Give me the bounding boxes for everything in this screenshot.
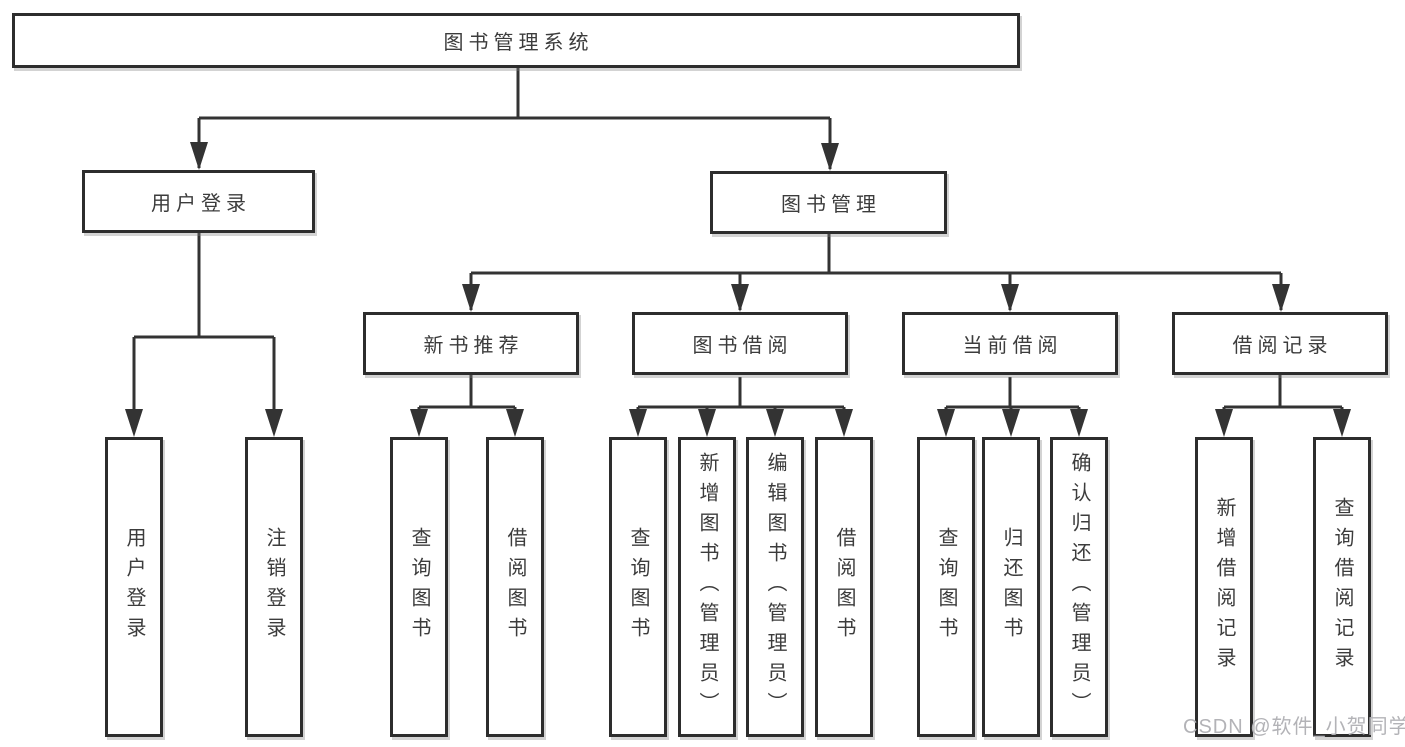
node-label: 图书管理 [781, 194, 881, 216]
arrowheads [125, 142, 1351, 437]
node-label: 查询图书 [627, 527, 649, 647]
leaf-borrow-books-recommend: 借阅图书 [486, 437, 544, 737]
node-label: 当前借阅 [962, 335, 1063, 357]
node-book-borrowing: 图书借阅 [632, 312, 848, 375]
node-label: 新书推荐 [423, 335, 524, 357]
node-label: 图书借阅 [692, 335, 793, 357]
node-label: 借阅图书 [504, 527, 526, 647]
node-label: 借阅记录 [1232, 335, 1333, 357]
node-label: 借阅图书 [833, 527, 855, 647]
node-label: 查询借阅记录 [1331, 497, 1353, 677]
leaf-confirm-return-admin: 确认归还（管理员） [1050, 437, 1108, 737]
leaf-user-login: 用户登录 [105, 437, 163, 737]
leaf-add-borrow-record: 新增借阅记录 [1195, 437, 1253, 737]
leaf-query-books-current: 查询图书 [917, 437, 975, 737]
leaf-return-book: 归还图书 [982, 437, 1040, 737]
node-label: 用户登录 [123, 527, 145, 647]
node-library-management-system: 图书管理系统 [12, 13, 1020, 68]
node-book-management: 图书管理 [710, 171, 947, 234]
node-label: 用户登录 [151, 193, 251, 215]
node-label: 编辑图书（管理员） [764, 452, 786, 722]
node-label: 图书管理系统 [443, 32, 594, 54]
node-label: 注销登录 [263, 527, 285, 647]
node-new-book-recommendation: 新书推荐 [363, 312, 579, 375]
node-borrowing-records: 借阅记录 [1172, 312, 1388, 375]
node-user-login: 用户登录 [82, 170, 315, 233]
leaf-query-borrow-record: 查询借阅记录 [1313, 437, 1371, 737]
node-label: 新增图书（管理员） [696, 452, 718, 722]
leaf-borrow-books: 借阅图书 [815, 437, 873, 737]
node-label: 新增借阅记录 [1213, 497, 1235, 677]
node-current-borrowing: 当前借阅 [902, 312, 1118, 375]
leaf-query-books-borrowing: 查询图书 [609, 437, 667, 737]
node-label: 查询图书 [935, 527, 957, 647]
leaf-query-books-recommend: 查询图书 [390, 437, 448, 737]
node-label: 查询图书 [408, 527, 430, 647]
watermark: CSDN @软件_小贺同学 [1183, 716, 1405, 738]
leaf-add-book-admin: 新增图书（管理员） [678, 437, 736, 737]
leaf-edit-book-admin: 编辑图书（管理员） [746, 437, 804, 737]
node-label: 确认归还（管理员） [1068, 452, 1090, 722]
leaf-logout: 注销登录 [245, 437, 303, 737]
node-label: 归还图书 [1000, 527, 1022, 647]
